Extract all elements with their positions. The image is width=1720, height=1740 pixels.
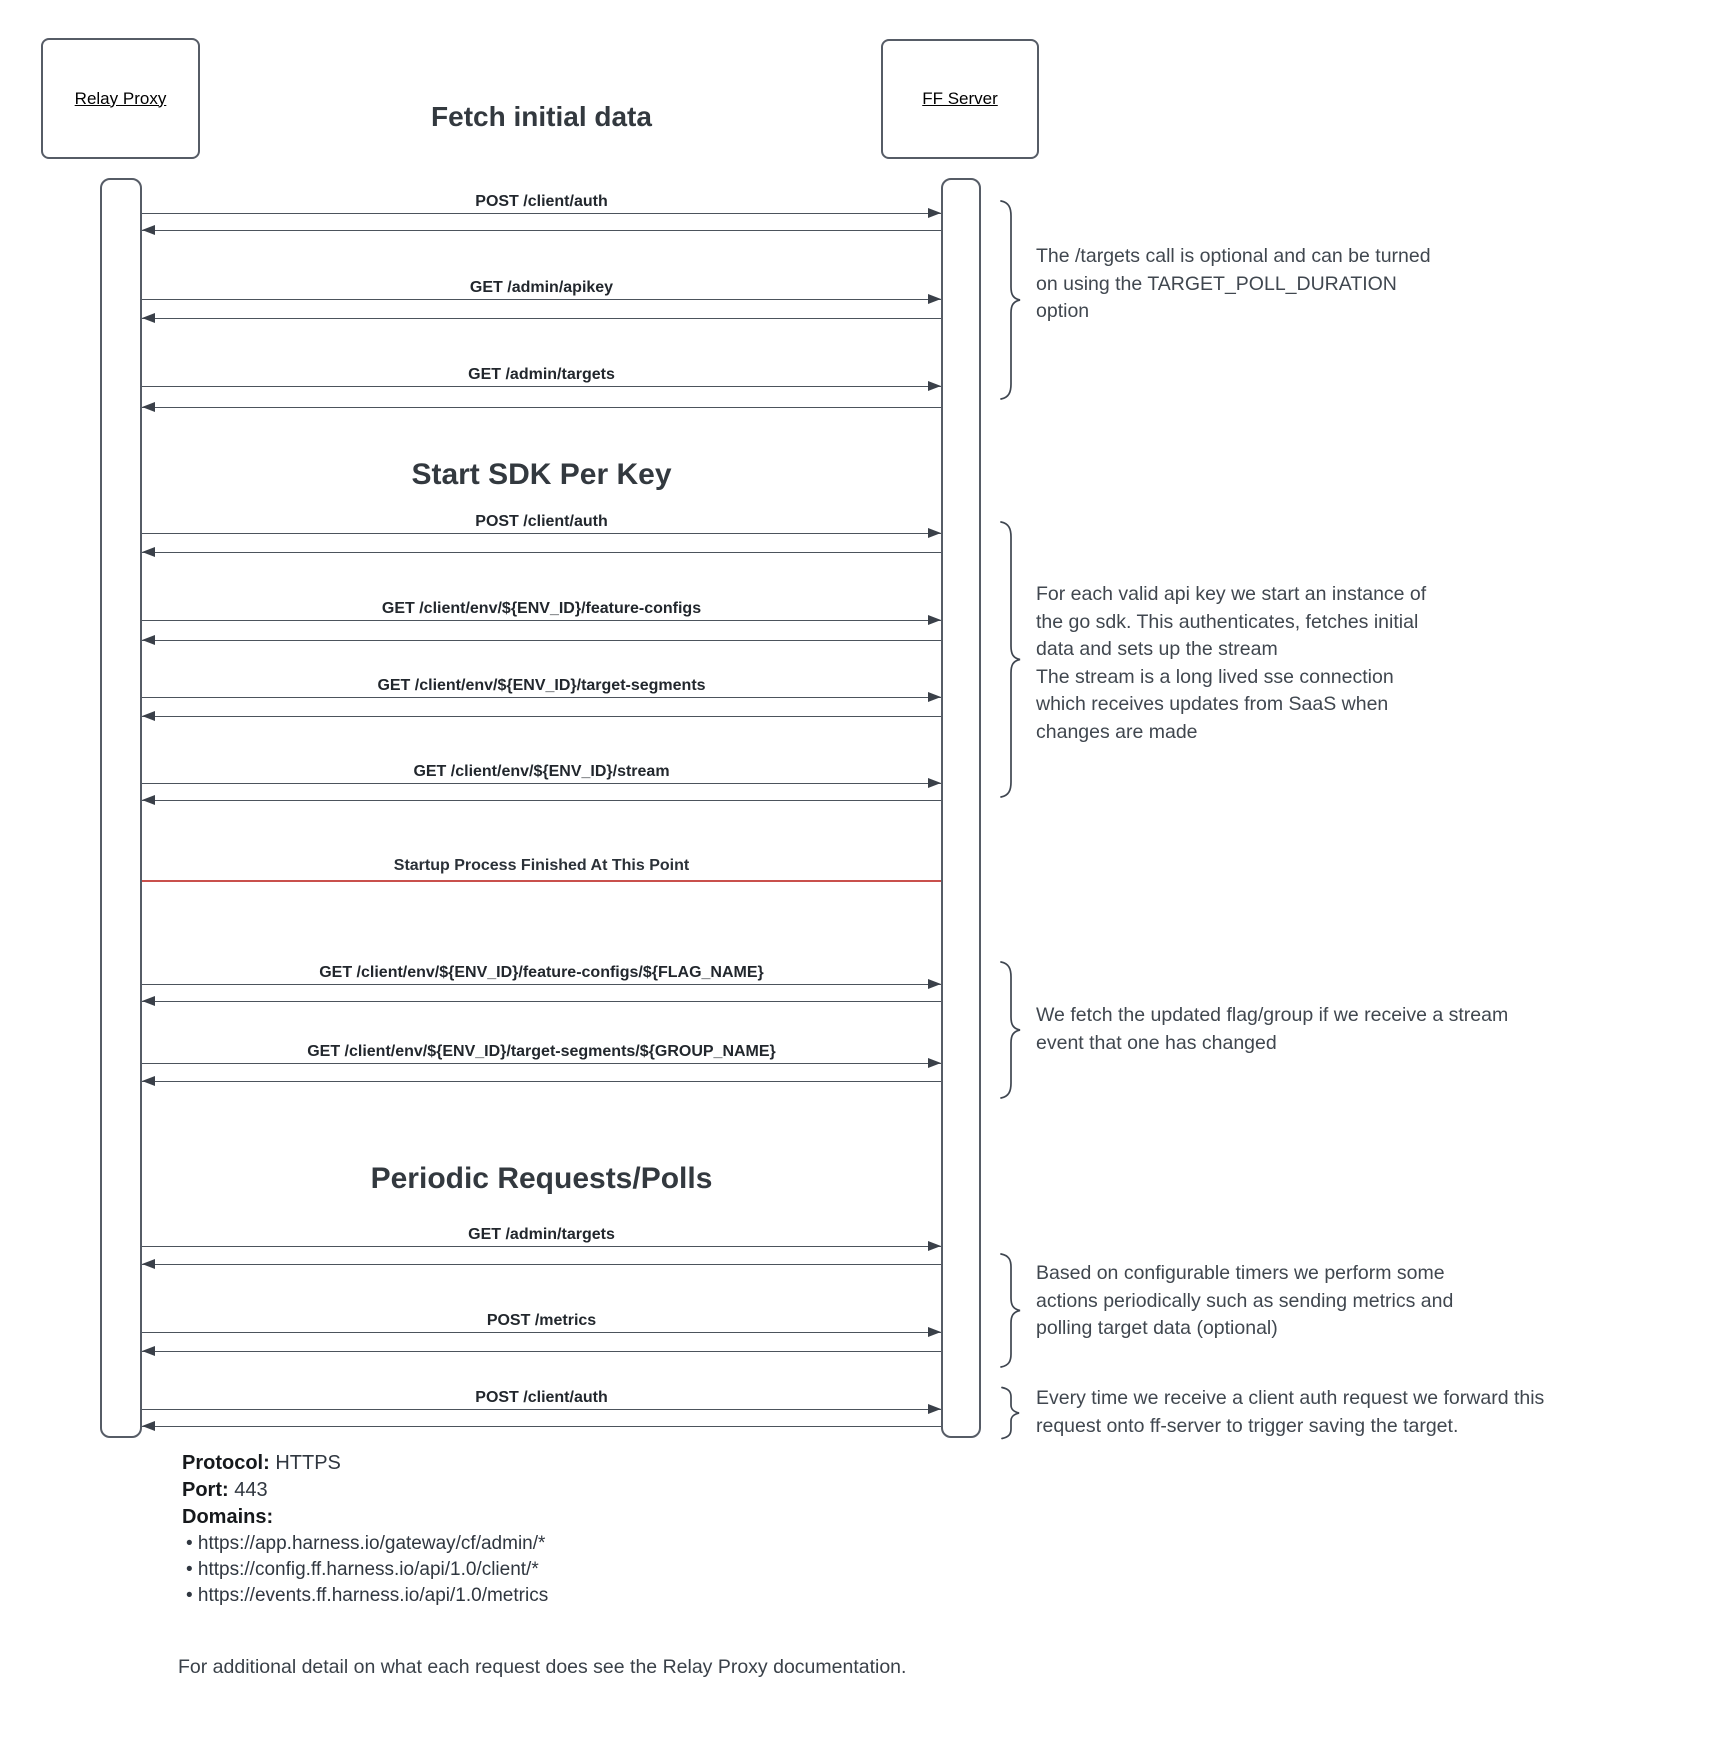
annotation-brace (1001, 1386, 1020, 1440)
arrowhead-right-icon (928, 1241, 941, 1251)
request-arrow (142, 528, 941, 538)
arrowhead-right-icon (928, 692, 941, 702)
arrowhead-right-icon (928, 1058, 941, 1068)
protocol-row: Protocol: HTTPS (182, 1450, 341, 1476)
response-arrow (142, 996, 941, 1006)
arrowhead-right-icon (928, 528, 941, 538)
arrowhead-left-icon (142, 1421, 155, 1431)
response-arrow (142, 635, 941, 645)
message-label: GET /admin/targets (468, 1226, 615, 1243)
message-label: POST /client/auth (475, 193, 608, 210)
actor-ff-server: FF Server (881, 39, 1039, 159)
response-arrow (142, 313, 941, 323)
domains-label: Domains: (182, 1506, 274, 1528)
request-arrow (142, 1404, 941, 1414)
arrowhead-left-icon (142, 313, 155, 323)
request-arrow (142, 294, 941, 304)
message-label: GET /client/env/${ENV_ID}/feature-config… (319, 964, 764, 981)
arrowhead-left-icon (142, 547, 155, 557)
request-arrow (142, 1058, 941, 1068)
section-title-start-sdk-per-key: Start SDK Per Key (411, 458, 672, 491)
response-arrow (142, 1346, 941, 1356)
actor-relay-proxy: Relay Proxy (41, 38, 200, 159)
annotation-brace (1000, 200, 1021, 400)
annotation-brace (1000, 1253, 1021, 1368)
arrowhead-left-icon (142, 996, 155, 1006)
separator-label: Startup Process Finished At This Point (393, 857, 690, 874)
protocol-value: HTTPS (275, 1452, 341, 1474)
startup-finished-separator-line (142, 880, 941, 882)
port-row: Port: 443 (182, 1477, 268, 1503)
arrowhead-left-icon (142, 795, 155, 805)
message-label: GET /admin/targets (468, 366, 615, 383)
arrowhead-left-icon (142, 1259, 155, 1269)
message-label: GET /admin/apikey (469, 279, 614, 296)
response-arrow (142, 711, 941, 721)
note-sdk-instance: For each valid api key we start an insta… (1036, 583, 1427, 743)
response-arrow (142, 547, 941, 557)
note-targets-optional: The /targets call is optional and can be… (1036, 245, 1431, 322)
message-label: GET /client/env/${ENV_ID}/target-segment… (307, 1043, 776, 1060)
note-configurable-timers: Based on configurable timers we perform … (1036, 1262, 1454, 1339)
ff-server-lifeline (941, 178, 981, 1438)
domains-row: Domains: (182, 1504, 273, 1530)
response-arrow (142, 1421, 941, 1431)
request-arrow (142, 1241, 941, 1251)
response-arrow (142, 402, 941, 412)
domains-list: • https://app.harness.io/gateway/cf/admi… (186, 1533, 549, 1606)
message-label: GET /client/env/${ENV_ID}/feature-config… (381, 600, 702, 617)
message-label: POST /client/auth (475, 1389, 608, 1406)
annotation-brace (1000, 961, 1021, 1099)
actor-ff-server-label: FF Server (922, 89, 998, 108)
arrowhead-left-icon (142, 225, 155, 235)
note-client-auth-forward: Every time we receive a client auth requ… (1036, 1387, 1545, 1437)
request-arrow (142, 1327, 941, 1337)
request-arrow (142, 778, 941, 788)
annotation-brace (1000, 521, 1021, 798)
protocol-label: Protocol: (182, 1452, 270, 1474)
request-arrow (142, 979, 941, 989)
request-arrow (142, 381, 941, 391)
arrowhead-left-icon (142, 1346, 155, 1356)
section-title-periodic-requests: Periodic Requests/Polls (370, 1162, 713, 1195)
request-arrow (142, 615, 941, 625)
message-label: GET /client/env/${ENV_ID}/target-segment… (377, 677, 706, 694)
arrowhead-right-icon (928, 615, 941, 625)
response-arrow (142, 1076, 941, 1086)
arrowhead-right-icon (928, 381, 941, 391)
response-arrow (142, 795, 941, 805)
arrowhead-left-icon (142, 711, 155, 721)
arrowhead-right-icon (928, 208, 941, 218)
port-value: 443 (234, 1479, 268, 1501)
arrowhead-left-icon (142, 402, 155, 412)
message-label: GET /client/env/${ENV_ID}/stream (413, 763, 670, 780)
note-fetch-updated-flag: We fetch the updated flag/group if we re… (1036, 1004, 1509, 1054)
request-arrow (142, 692, 941, 702)
arrowhead-right-icon (928, 294, 941, 304)
documentation-note: For additional detail on what each reque… (178, 1656, 907, 1678)
arrowhead-right-icon (928, 1404, 941, 1414)
request-arrow (142, 208, 941, 218)
arrowhead-right-icon (928, 1327, 941, 1337)
response-arrow (142, 225, 941, 235)
section-title-fetch-initial-data: Fetch initial data (431, 101, 652, 132)
port-label: Port: (182, 1479, 229, 1501)
arrowhead-left-icon (142, 635, 155, 645)
arrowhead-right-icon (928, 778, 941, 788)
response-arrow (142, 1259, 941, 1269)
arrowhead-left-icon (142, 1076, 155, 1086)
relay-proxy-lifeline (100, 178, 142, 1438)
message-label: POST /client/auth (475, 513, 608, 530)
actor-relay-proxy-label: Relay Proxy (74, 88, 167, 108)
message-label: POST /metrics (486, 1312, 597, 1329)
arrowhead-right-icon (928, 979, 941, 989)
